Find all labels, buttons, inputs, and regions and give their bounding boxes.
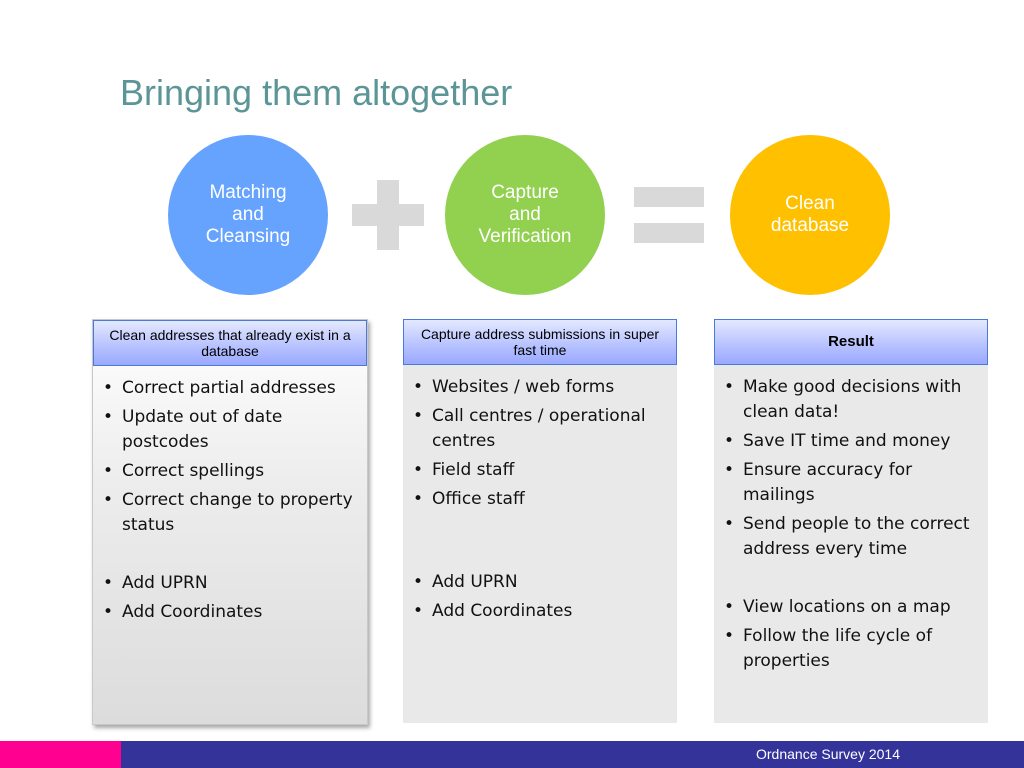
list-item: Send people to the correct address every… <box>722 512 982 562</box>
list-item: Save IT time and money <box>722 429 982 454</box>
list-item: Call centres / operational centres <box>411 404 671 454</box>
circle-label: Capture and Verification <box>478 182 572 247</box>
panel-header: Result <box>714 319 988 365</box>
list-item: Websites / web forms <box>411 375 671 400</box>
footer-text: Ordnance Survey 2014 <box>756 746 900 762</box>
list-item: View locations on a map <box>722 595 982 620</box>
circle-label: Matching and Cleansing <box>205 182 291 247</box>
equals-icon <box>634 187 704 243</box>
panel-capture-verification: Capture address submissions in super fas… <box>403 319 677 723</box>
matching-cleansing-circle: Matching and Cleansing <box>168 135 328 295</box>
circle-label: Clean database <box>770 193 850 236</box>
panel-header: Clean addresses that already exist in a … <box>93 320 367 366</box>
list-item: Add Coordinates <box>101 600 361 625</box>
bullet-list: Correct partial addresses Update out of … <box>101 376 361 629</box>
list-item: Add UPRN <box>411 570 671 595</box>
bullet-list: Websites / web forms Call centres / oper… <box>411 375 671 628</box>
footer-bar: Ordnance Survey 2014 <box>0 741 1024 768</box>
panel-result: Result Make good decisions with clean da… <box>714 319 988 723</box>
list-item: Ensure accuracy for mailings <box>722 458 982 508</box>
capture-verification-circle: Capture and Verification <box>445 135 605 295</box>
list-item: Add UPRN <box>101 571 361 596</box>
list-item: Correct spellings <box>101 459 361 484</box>
panel-header: Capture address submissions in super fas… <box>403 319 677 365</box>
list-item: Field staff <box>411 458 671 483</box>
footer-accent <box>0 741 121 768</box>
slide-title: Bringing them altogether <box>120 72 513 113</box>
list-item: Add Coordinates <box>411 599 671 624</box>
list-item: Update out of date postcodes <box>101 405 361 455</box>
plus-icon <box>352 180 424 250</box>
clean-database-circle: Clean database <box>730 135 890 295</box>
panel-matching-cleansing: Clean addresses that already exist in a … <box>92 319 368 725</box>
list-item: Correct partial addresses <box>101 376 361 401</box>
list-item: Office staff <box>411 487 671 512</box>
list-item: Correct change to property status <box>101 488 361 538</box>
bullet-list: Make good decisions with clean data! Sav… <box>722 375 982 678</box>
list-item: Follow the life cycle of properties <box>722 624 982 674</box>
list-item: Make good decisions with clean data! <box>722 375 982 425</box>
